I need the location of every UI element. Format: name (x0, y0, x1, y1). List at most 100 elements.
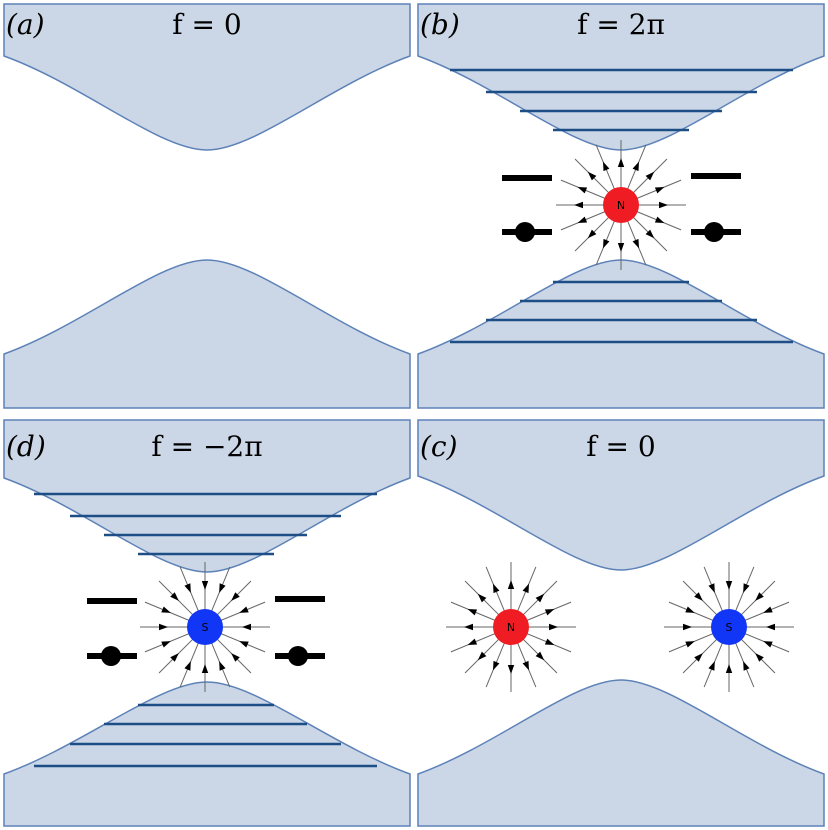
field-arrowhead (694, 592, 703, 601)
field-arrowhead (763, 606, 773, 613)
field-arrowhead (685, 606, 695, 613)
monopole-letter: S (202, 621, 209, 634)
field-arrowhead (763, 641, 773, 648)
field-arrowhead (574, 201, 583, 209)
field-arrowhead (645, 171, 655, 181)
field-arrowhead (654, 187, 665, 194)
landau-levels-lower (34, 703, 377, 768)
field-arrowhead (743, 583, 750, 593)
field-arrowhead (603, 238, 610, 249)
field-arrowhead (645, 229, 655, 239)
field-arrowhead (659, 201, 668, 209)
field-arrowhead (685, 641, 695, 648)
electron-dot (288, 646, 308, 666)
landau-levels-lower (450, 280, 793, 344)
field-arrowhead (603, 161, 610, 172)
field-arrowhead (242, 623, 251, 631)
field-arrowhead (493, 583, 500, 594)
field-arrowhead (477, 651, 487, 661)
field-arrowhead (170, 592, 179, 601)
field-arrowhead (219, 661, 226, 671)
electron-dot (101, 646, 121, 666)
field-arrowhead (493, 660, 500, 671)
field-arrowhead (708, 661, 715, 671)
f-label: f = 2π (577, 8, 665, 41)
field-arrowhead (617, 158, 625, 167)
f-label: f = 0 (172, 8, 241, 41)
field-arrowhead (632, 161, 639, 172)
field-arrowhead (632, 238, 639, 249)
field-arrowhead (587, 229, 597, 239)
panel-label: (b) (420, 8, 460, 41)
field-arrowhead (464, 623, 473, 631)
monopole-letter: S (726, 621, 733, 634)
field-arrowhead (522, 660, 529, 671)
panel-label: (c) (420, 430, 458, 463)
field-arrowhead (201, 664, 209, 673)
panel-b: N (b) f = 2π (417, 3, 825, 409)
monopole-disk (603, 187, 639, 223)
valence-band (3, 681, 411, 827)
monopole-disk (711, 609, 747, 645)
field-arrowhead (239, 606, 249, 613)
field-arrowhead (201, 581, 209, 590)
field-arrowhead (755, 653, 764, 662)
field-arrowhead (683, 623, 692, 631)
landau-levels-upper (450, 68, 793, 132)
panel-a: (a) f = 0 (3, 3, 411, 409)
field-arrowhead (219, 583, 226, 593)
field-arrowhead (507, 665, 515, 674)
field-arrowhead (617, 243, 625, 252)
monopole-letter: N (617, 199, 625, 212)
field-arrowhead (184, 583, 191, 593)
field-arrowhead (725, 581, 733, 590)
monopole-letter: N (507, 621, 515, 634)
field-arrowhead (577, 187, 588, 194)
field-arrowhead (743, 661, 750, 671)
field-arrowhead (577, 216, 588, 223)
field-arrowhead (467, 638, 478, 645)
electron-dot (515, 222, 535, 242)
field-arrowhead (467, 609, 478, 616)
f-label: f = −2π (151, 430, 262, 463)
valence-band (3, 259, 411, 409)
panel-c: N S (c) f = 0 (417, 419, 825, 827)
field-arrowhead (755, 592, 764, 601)
field-arrowhead (159, 623, 168, 631)
monopole-s: S (664, 562, 794, 692)
field-arrowhead (231, 653, 240, 662)
field-arrowhead (694, 653, 703, 662)
electron-dot (704, 222, 724, 242)
field-arrowhead (544, 609, 555, 616)
monopole-disk (493, 609, 529, 645)
conduction-band (3, 3, 411, 151)
field-arrowhead (535, 651, 545, 661)
monopole-s: S (140, 562, 270, 692)
field-arrowhead (161, 641, 171, 648)
field-arrowhead (477, 593, 487, 603)
field-arrowhead (170, 653, 179, 662)
field-arrowhead (725, 664, 733, 673)
panel-d: S (d) f = −2π (3, 419, 411, 827)
field-arrowhead (507, 580, 515, 589)
field-arrowhead (239, 641, 249, 648)
panel-label: (a) (6, 8, 45, 41)
monopole-n: N (446, 562, 576, 692)
valence-band (417, 679, 825, 827)
f-label: f = 0 (586, 430, 655, 463)
field-arrowhead (184, 661, 191, 671)
conduction-band (3, 419, 411, 573)
field-arrowhead (766, 623, 775, 631)
field-arrowhead (522, 583, 529, 594)
field-arrowhead (231, 592, 240, 601)
field-arrowhead (535, 593, 545, 603)
field-arrowhead (161, 606, 171, 613)
panel-label: (d) (6, 430, 46, 463)
conduction-band (417, 419, 825, 571)
field-arrowhead (587, 171, 597, 181)
field-arrowhead (708, 583, 715, 593)
monopole-n: N (556, 140, 686, 270)
field-arrowhead (654, 216, 665, 223)
landau-levels-upper (34, 492, 377, 556)
